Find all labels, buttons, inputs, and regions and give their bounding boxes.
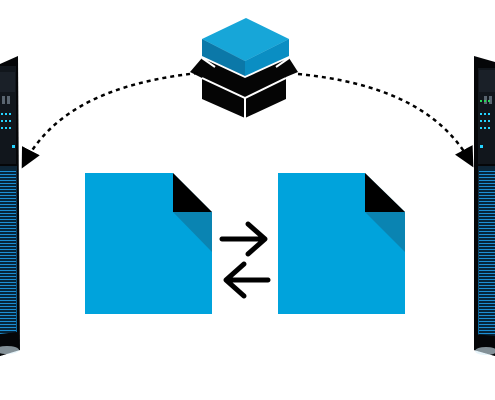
bidirectional-arrows-icon — [219, 221, 271, 299]
right-server-icon — [474, 56, 495, 356]
package-box-icon — [190, 18, 298, 118]
left-server-icon — [0, 56, 20, 356]
right-document-icon — [278, 173, 405, 314]
left-document-icon — [85, 173, 212, 314]
